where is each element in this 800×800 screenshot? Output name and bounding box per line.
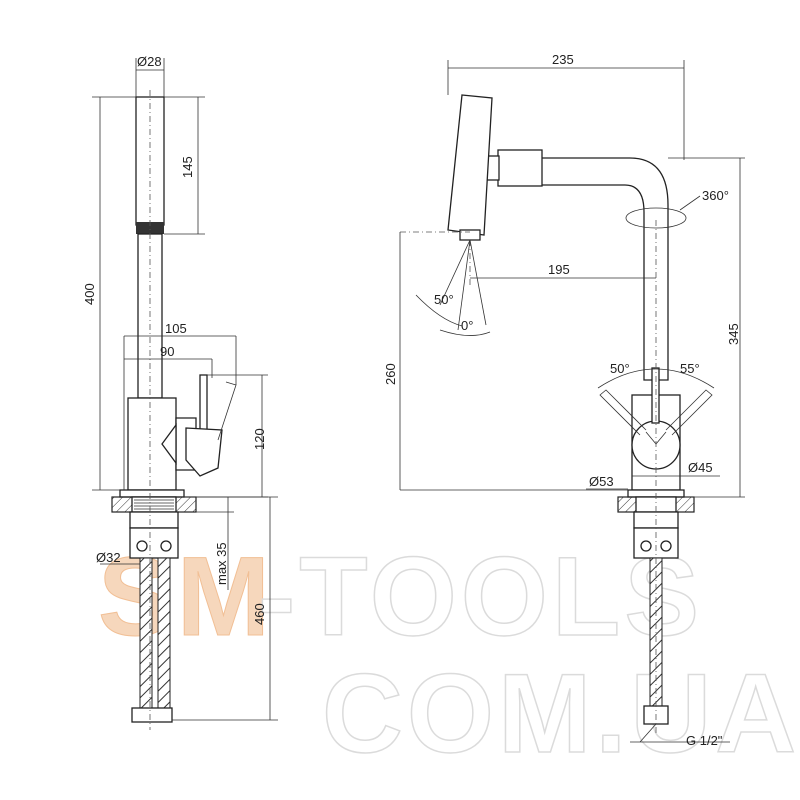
hose-right [157,557,171,715]
dim-105: 105 [165,321,187,336]
dim-235: 235 [552,52,574,67]
dim-handle-55: 55° [680,361,700,376]
dim-dia-32: Ø32 [96,550,121,565]
dim-handle-50: 50° [610,361,630,376]
dim-dia-45: Ø45 [688,460,713,475]
dim-90: 90 [160,344,174,359]
handle-cap [185,427,223,477]
dim-400: 400 [82,283,97,305]
watermark: SM -TOOLS COM.UA [98,533,800,777]
hose-connector [129,527,179,559]
dim-dia-28: Ø28 [137,54,162,69]
dim-460: 460 [252,603,267,625]
side-handle [651,367,660,424]
swivel-joint [497,149,543,187]
dim-120: 120 [252,428,267,450]
dim-dia-53: Ø53 [589,474,614,489]
dim-thread: G 1/2" [686,733,723,748]
handle-lever [199,374,208,431]
front-view: Ø28 145 400 105 90 120 Ø32 max 35 460 [82,54,278,730]
watermark-tools: -TOOLS [258,534,703,659]
watermark-sm: SM [98,534,274,659]
dim-spray-50: 50° [434,292,454,307]
dim-0deg: 0° [461,318,473,333]
dim-260: 260 [383,363,398,385]
dim-145: 145 [180,156,195,178]
dim-345: 345 [726,323,741,345]
pull-out-head [447,94,493,236]
dim-360: 360° [702,188,729,203]
dim-195: 195 [548,262,570,277]
head-band [136,222,164,234]
side-view: 50° 0° 360° 50° 55° 235 195 260 345 Ø53 … [383,52,745,748]
rotation-arrow [625,207,687,229]
watermark-domain: COM.UA [322,651,800,776]
dim-max-35: max 35 [214,542,229,585]
